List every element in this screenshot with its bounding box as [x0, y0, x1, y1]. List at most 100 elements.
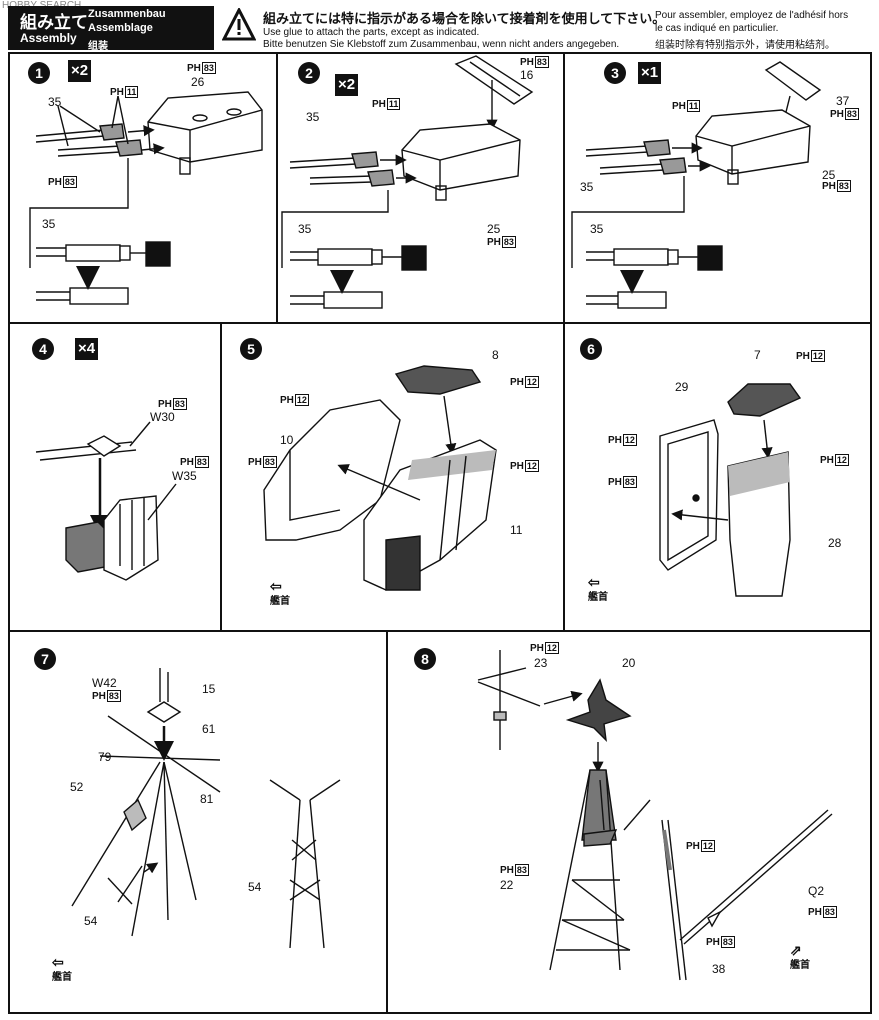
step-number: 4 [32, 338, 54, 360]
part-label: 35 [298, 222, 312, 236]
part-label: 25 [822, 168, 836, 182]
part-label: 29 [675, 380, 689, 394]
part-label: 35 [48, 95, 62, 109]
part-label: 52 [70, 780, 84, 794]
warning-jp: 組み立てには特に指示がある場合を除いて接着剤を使用して下さい。 [263, 11, 666, 26]
part-label: 15 [202, 682, 216, 696]
assembly-header: 組み立て Assembly Zusammenbau Assemblage 组装 … [0, 0, 879, 52]
grid-border-top [8, 52, 872, 54]
part-label: W30 [150, 410, 175, 424]
arrow-left-icon: ⇦ [588, 574, 600, 590]
step-number: 8 [414, 648, 436, 670]
part-label: 61 [202, 722, 216, 736]
grid-border-left [8, 52, 10, 1014]
part-label: 37 [836, 94, 850, 108]
quantity-badge: ×2 [68, 60, 92, 82]
part-label: 16 [520, 68, 534, 82]
warning-icon [222, 8, 256, 41]
part-label: 81 [200, 792, 214, 806]
instruction-grid [8, 52, 872, 1014]
part-label: 7 [754, 348, 761, 362]
part-label: 20 [622, 656, 636, 670]
assembly-title-block: 組み立て Assembly Zusammenbau Assemblage 组装 [8, 6, 214, 52]
part-label: 38 [712, 962, 726, 976]
part-label: 22 [500, 878, 514, 892]
title-de: Zusammenbau [88, 8, 166, 20]
watermark: HOBBY SEARCH [2, 0, 81, 11]
step-number: 5 [240, 338, 262, 360]
part-label: W35 [172, 469, 197, 483]
part-label: Q2 [808, 884, 825, 898]
grid-col-divider-r1b [563, 52, 565, 322]
grid-border-bottom [8, 1012, 872, 1014]
quantity-badge: ×1 [638, 62, 662, 84]
warning-fr-line2: le cas indiqué en particulier. [655, 23, 779, 34]
bow-direction: ⇗艦首 [790, 942, 810, 971]
warning-fr-line1: Pour assembler, employez de l'adhésif ho… [655, 10, 849, 21]
part-label: 35 [580, 180, 594, 194]
title-fr: Assemblage [88, 22, 153, 34]
part-label: 26 [191, 75, 205, 89]
part-label: 79 [98, 750, 112, 764]
quantity-badge: ×4 [75, 338, 99, 360]
step-number: 2 [298, 62, 320, 84]
quantity-badge: ×2 [335, 74, 359, 96]
part-label: 28 [828, 536, 842, 550]
part-label: 35 [590, 222, 604, 236]
step-number: 3 [604, 62, 626, 84]
bow-direction: ⇦艦首 [588, 574, 608, 603]
part-label: 11 [510, 523, 523, 537]
step-number: 1 [28, 62, 50, 84]
part-label: 10 [280, 433, 294, 447]
step-number: 6 [580, 338, 602, 360]
bow-direction: ⇦艦首 [270, 578, 290, 607]
part-label: 35 [42, 217, 56, 231]
bow-direction: ⇦艦首 [52, 954, 72, 983]
arrow-left-icon: ⇦ [52, 954, 64, 970]
warning-en: Use glue to attach the parts, except as … [263, 27, 480, 38]
title-en: Assembly [20, 31, 77, 45]
part-label: 8 [492, 348, 499, 362]
step-number: 7 [34, 648, 56, 670]
warning-de: Bitte benutzen Sie Klebstoff zum Zusamme… [263, 39, 620, 50]
title-jp: 組み立て [20, 13, 88, 32]
grid-col-divider-r3 [386, 630, 388, 1014]
part-label: 25 [487, 222, 501, 236]
arrow-up-right-icon: ⇗ [790, 942, 802, 958]
grid-col-divider-r2b [563, 322, 565, 630]
part-label: 23 [534, 656, 548, 670]
part-label: 35 [306, 110, 320, 124]
part-label: W42 [92, 676, 117, 690]
part-label: 54 [84, 914, 98, 928]
part-label: 54 [248, 880, 262, 894]
grid-row-divider-2 [8, 630, 872, 632]
grid-col-divider-r2a [220, 322, 222, 630]
grid-col-divider-r1a [276, 52, 278, 322]
